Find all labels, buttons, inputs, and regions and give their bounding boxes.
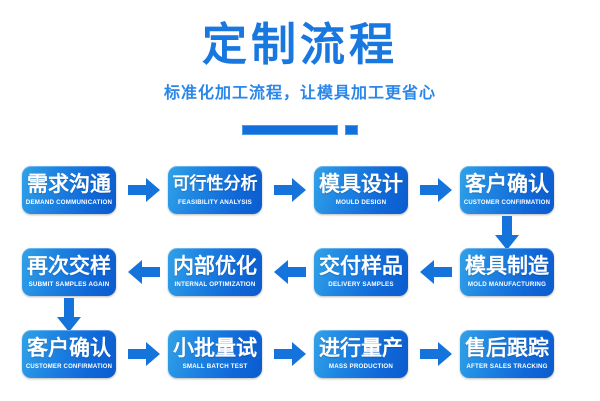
page-title: 定制流程 xyxy=(201,18,398,71)
flow-step-label-en: MOLD MANUFACTURING xyxy=(467,280,547,289)
divider-bar xyxy=(242,125,338,135)
arrow-left-icon xyxy=(128,259,160,285)
arrow-down-icon xyxy=(56,298,82,332)
flow-step-label-en: AFTER SALES TRACKING xyxy=(466,362,548,371)
flow-step-label-cn: 小批量试 xyxy=(173,336,257,360)
page-subtitle: 标准化加工流程，让模具加工更省心 xyxy=(163,83,436,102)
flow-step-submit-samples-again[interactable]: 再次交样 SUBMIT SAMPLES AGAIN xyxy=(22,248,116,296)
flow-step-label-en: SMALL BATCH TEST xyxy=(182,362,248,371)
flow-step-mass-production[interactable]: 进行量产 MASS PRODUCTION xyxy=(314,330,408,378)
flow-step-label-cn: 可行性分析 xyxy=(172,174,258,194)
arrow-down-icon xyxy=(494,216,520,250)
flow-step-label-cn: 进行量产 xyxy=(319,336,403,360)
arrow-right-icon xyxy=(420,177,452,203)
flow-step-label-cn: 模具设计 xyxy=(319,172,403,196)
flow-step-label-en: CUSTOMER CONFIRMATION xyxy=(25,363,113,371)
flow-step-label-cn: 模具制造 xyxy=(465,254,549,278)
flow-step-label-cn: 售后跟踪 xyxy=(465,336,549,360)
flow-step-customer-confirmation-1[interactable]: 客户确认 CUSTOMER CONFIRMATION xyxy=(460,166,554,214)
arrow-right-icon xyxy=(128,341,160,367)
flow-step-internal-optimization[interactable]: 内部优化 INTERNAL OPTIMIZATION xyxy=(168,248,262,296)
arrow-right-icon xyxy=(128,177,160,203)
divider-dot xyxy=(345,125,358,135)
flow-step-small-batch-test[interactable]: 小批量试 SMALL BATCH TEST xyxy=(168,330,262,378)
flow-step-label-cn: 再次交样 xyxy=(27,254,111,278)
flow-step-mold-manufacturing[interactable]: 模具制造 MOLD MANUFACTURING xyxy=(460,248,554,296)
flow-step-label-cn: 内部优化 xyxy=(173,254,257,278)
flow-step-label-en: MOULD DESIGN xyxy=(335,198,387,207)
flow-step-demand-communication[interactable]: 需求沟通 DEMAND COMMUNICATION xyxy=(22,166,116,214)
flow-step-label-cn: 客户确认 xyxy=(27,336,111,360)
flow-step-feasibility-analysis[interactable]: 可行性分析 FEASIBILITY ANALYSIS xyxy=(168,166,262,214)
flow-step-delivery-samples[interactable]: 交付样品 DELIVERY SAMPLES xyxy=(314,248,408,296)
flow-step-label-en: DEMAND COMMUNICATION xyxy=(25,198,113,207)
flow-step-label-en: CUSTOMER CONFIRMATION xyxy=(463,199,551,207)
flow-step-label-en: DELIVERY SAMPLES xyxy=(328,280,394,289)
arrow-right-icon xyxy=(274,177,306,203)
arrow-right-icon xyxy=(274,341,306,367)
arrow-left-icon xyxy=(274,259,306,285)
flow-step-label-cn: 客户确认 xyxy=(465,172,549,196)
flow-step-after-sales-tracking[interactable]: 售后跟踪 AFTER SALES TRACKING xyxy=(460,330,554,378)
title-divider xyxy=(0,124,600,136)
arrow-left-icon xyxy=(420,259,452,285)
arrow-right-icon xyxy=(420,341,452,367)
flow-step-label-en: INTERNAL OPTIMIZATION xyxy=(174,280,256,289)
header: 定制流程 标准化加工流程，让模具加工更省心 xyxy=(0,0,600,104)
flow-step-label-en: FEASIBILITY ANALYSIS xyxy=(178,198,252,207)
flow-step-label-cn: 交付样品 xyxy=(319,254,403,278)
flow-step-customer-confirmation-2[interactable]: 客户确认 CUSTOMER CONFIRMATION xyxy=(22,330,116,378)
flow-step-mould-design[interactable]: 模具设计 MOULD DESIGN xyxy=(314,166,408,214)
flow-step-label-en: SUBMIT SAMPLES AGAIN xyxy=(28,280,110,289)
flow-step-label-en: MASS PRODUCTION xyxy=(328,362,394,371)
flow-step-label-cn: 需求沟通 xyxy=(27,172,111,196)
